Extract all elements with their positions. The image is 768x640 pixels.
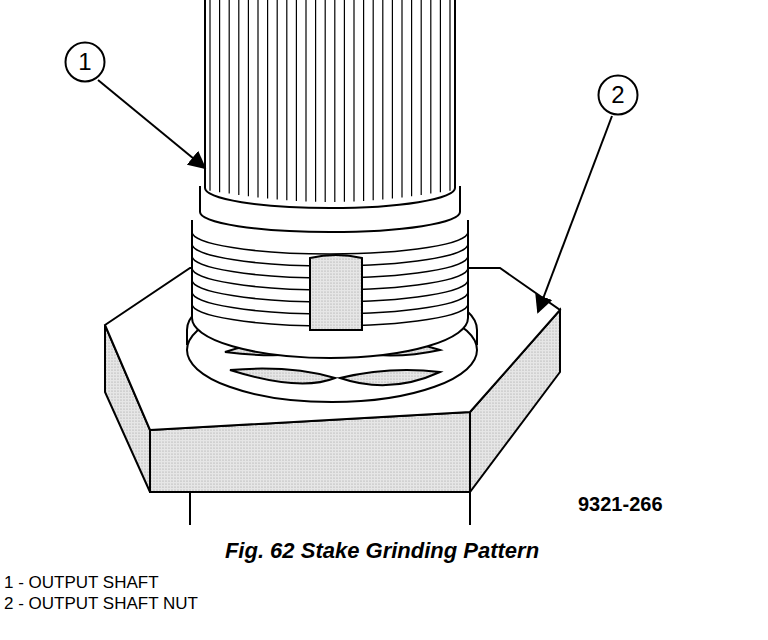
- callout-circle: 2: [597, 74, 639, 116]
- figure-code: 9321-266: [578, 493, 663, 516]
- part-legend: 1 - OUTPUT SHAFT: [4, 573, 159, 593]
- figure-caption: Fig. 62 Stake Grinding Pattern: [225, 538, 539, 564]
- part-legend: 2 - OUTPUT SHAFT NUT: [4, 594, 198, 614]
- callout-number: 1: [64, 41, 106, 83]
- callout-number: 2: [597, 74, 639, 116]
- callout-circle: 1: [64, 41, 106, 83]
